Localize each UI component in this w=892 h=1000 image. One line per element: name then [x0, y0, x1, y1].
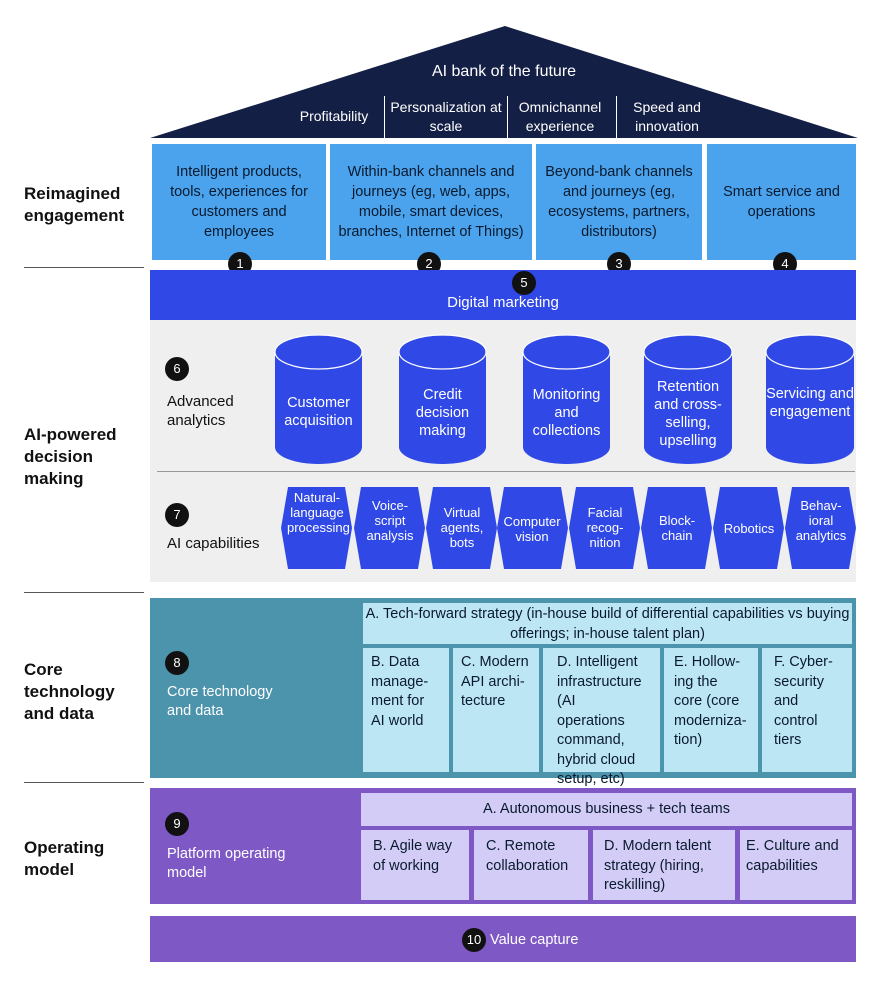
- ai-capabilities-label: AI capabilities: [167, 535, 260, 552]
- engagement-text: Within-bank channels and journeys (eg, w…: [338, 164, 524, 240]
- hexagon-label: Voice-script analysis: [366, 498, 414, 543]
- cylinder-label: Customer acquisition: [284, 395, 353, 429]
- number-badge: 6: [165, 357, 189, 381]
- engagement-box-4: Smart service and operations: [707, 144, 856, 260]
- hexagon-shape: [281, 487, 352, 569]
- core-box-e: E. Hollow-ing the core (core moderniza-t…: [664, 648, 758, 772]
- digital-marketing-bar: Digital marketing: [150, 270, 856, 320]
- core-box-c: C. Modern API archi-tecture: [453, 648, 539, 772]
- roof-divider: [384, 96, 385, 138]
- number-badge: 5: [512, 271, 536, 295]
- engagement-text: Beyond-bank channels and journeys (eg, e…: [545, 164, 693, 240]
- operating-box-e: E. Culture and capabilities: [740, 830, 852, 900]
- engagement-box-1: Intelligent products, tools, experiences…: [152, 144, 326, 260]
- hexagon-shape: [426, 487, 497, 569]
- roof-item-speed: Speed and innovation: [633, 99, 701, 134]
- section-divider: [24, 267, 144, 268]
- engagement-box-2: Within-bank channels and journeys (eg, w…: [330, 144, 532, 260]
- hexagon-label: Virtual agents, bots: [440, 505, 484, 550]
- hexagon-shape: [713, 487, 784, 569]
- section-label-operating: Operating model: [24, 838, 105, 879]
- hexagon-label: Behav-ioral analytics: [795, 498, 847, 543]
- operating-box-d: D. Modern talent strategy (hiring, reski…: [593, 830, 735, 900]
- roof-title: AI bank of the future: [431, 63, 577, 80]
- hexagon-shape: [785, 487, 856, 569]
- panel-divider: [157, 471, 855, 472]
- cylinder-shape: [643, 334, 733, 464]
- cylinder-label: Servicing and engagement: [766, 386, 854, 420]
- core-box-f: F. Cyber-security and control tiers: [762, 648, 852, 772]
- core-box-b: B. Data manage-ment for AI world: [363, 648, 449, 772]
- hexagon-label: Computer vision: [503, 514, 561, 544]
- roof-item-profitability: Profitability: [299, 108, 369, 124]
- section-divider: [24, 592, 144, 593]
- operating-box-b: B. Agile way of working: [361, 830, 469, 900]
- cylinder-shape: [398, 334, 487, 464]
- value-capture-bar: [150, 916, 856, 962]
- section-label-core: Core technology and data: [24, 660, 115, 723]
- autonomous-teams-box: A. Autonomous business + tech teams: [361, 793, 852, 826]
- tech-forward-strategy-box: A. Tech-forward strategy (in-house build…: [363, 603, 852, 644]
- hexagon-label: Facial recog-nition: [586, 505, 624, 550]
- engagement-text: Smart service and operations: [723, 184, 840, 220]
- hexagon-shape: [569, 487, 640, 569]
- core-box-d: D. Intelligent infrastructure (AI operat…: [543, 648, 660, 787]
- number-badge: 9: [165, 812, 189, 836]
- number-badge: 7: [165, 503, 189, 527]
- section-label-decision: AI-powered decision making: [24, 425, 117, 488]
- ai-capability-hexagons: [281, 487, 856, 569]
- number-badge: 10: [462, 928, 486, 952]
- roof-item-omnichannel: Omnichannel experience: [518, 99, 602, 134]
- core-technology-label: Core technology and data: [167, 684, 273, 719]
- advanced-analytics-label: Advanced analytics: [167, 393, 234, 429]
- hexagon-shape: [641, 487, 712, 569]
- engagement-box-3: Beyond-bank channels and journeys (eg, e…: [536, 144, 702, 260]
- number-badge: 8: [165, 651, 189, 675]
- section-divider: [24, 782, 144, 783]
- hexagon-shape: [497, 487, 568, 569]
- cylinder-shape: [522, 334, 611, 464]
- roof-shape: [150, 26, 858, 138]
- cylinder-label: Monitoring and collections: [532, 387, 601, 439]
- section-label-engagement: Reimagined engagement: [24, 184, 125, 225]
- cylinder-label: Credit decision making: [415, 387, 470, 439]
- digital-marketing-label: Digital marketing: [447, 294, 559, 311]
- hexagon-label: Natural-language processing: [287, 490, 350, 535]
- cylinders-graphic: [274, 334, 855, 464]
- engagement-text: Intelligent products, tools, experiences…: [170, 164, 308, 240]
- cylinder-label: Retention and cross-selling, upselling: [654, 379, 722, 449]
- roof-item-personalization: Personalization at scale: [390, 99, 502, 134]
- roof-divider: [616, 96, 617, 138]
- cylinder-shape: [765, 334, 855, 464]
- value-capture-label: Value capture: [490, 932, 579, 948]
- hexagon-shape: [354, 487, 425, 569]
- cylinder-shape: [274, 334, 363, 464]
- hexagon-label: Block-chain: [658, 513, 696, 543]
- hexagon-label: Robotics: [723, 521, 775, 536]
- operating-box-c: C. Remote collaboration: [474, 830, 588, 900]
- operating-model-label: Platform operating model: [167, 846, 286, 881]
- roof-divider: [507, 96, 508, 138]
